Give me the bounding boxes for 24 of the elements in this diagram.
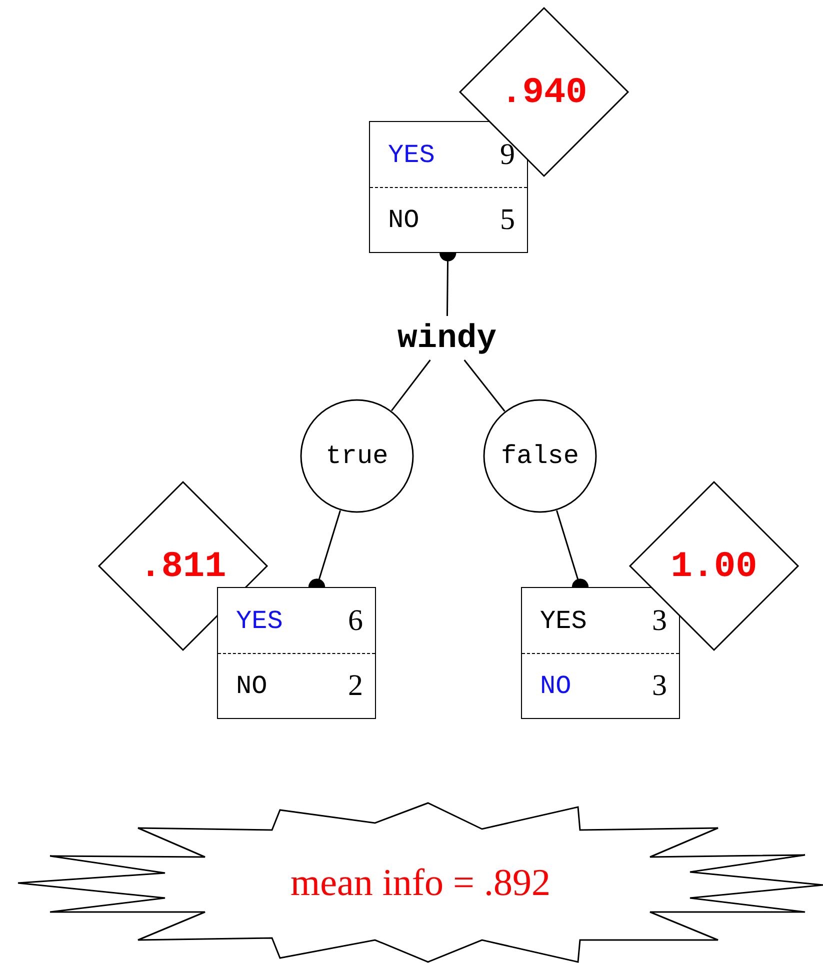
branch-value: true xyxy=(326,441,388,471)
connector xyxy=(464,360,506,412)
count-value: 9 xyxy=(500,138,515,172)
attribute-name: windy xyxy=(397,320,497,356)
count-table xyxy=(369,121,528,253)
count-value: 6 xyxy=(348,604,363,638)
mean-info-text: mean info = .892 xyxy=(290,861,550,905)
count-table xyxy=(521,587,680,719)
class-label: NO xyxy=(236,670,268,700)
count-value: 5 xyxy=(500,202,515,236)
class-label: YES xyxy=(236,606,283,636)
class-label: NO xyxy=(388,204,420,234)
count-value: 3 xyxy=(652,668,667,702)
class-label: NO xyxy=(540,670,572,700)
entropy-value: .940 xyxy=(500,72,588,112)
connector xyxy=(390,360,431,412)
entropy-value: .811 xyxy=(140,546,226,586)
class-label: YES xyxy=(388,140,435,170)
count-value: 3 xyxy=(652,604,667,638)
count-value: 2 xyxy=(348,668,363,702)
class-label: YES xyxy=(540,606,587,636)
count-table xyxy=(217,587,376,719)
entropy-value: 1.00 xyxy=(670,546,758,586)
branch-value: false xyxy=(500,441,579,471)
